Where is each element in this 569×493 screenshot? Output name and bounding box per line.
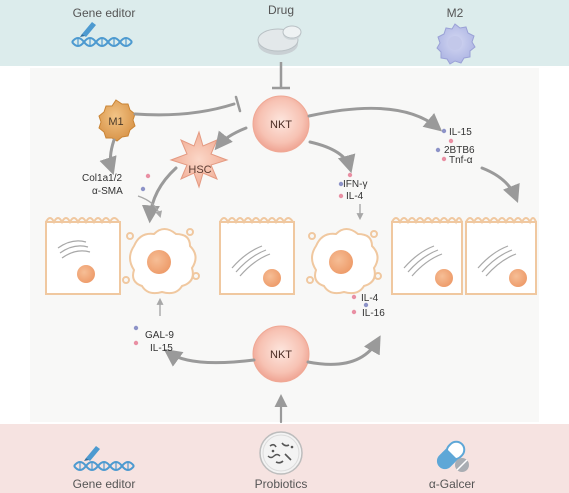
- hepatocyte-3: [391, 217, 463, 295]
- drug-pill-icon: [257, 25, 302, 55]
- hsc-to-cell-arrow: [141, 166, 178, 224]
- top-gene-editor-label: Gene editor: [73, 6, 136, 20]
- nkt-top-cell: [252, 95, 310, 153]
- hepatocyte-2: [219, 217, 295, 295]
- hepatocyte-1: [45, 217, 121, 295]
- marker-il15-bottom: IL-15: [150, 343, 173, 354]
- marker-col1a1: Col1a1/2: [82, 173, 122, 184]
- tnfa-to-hepatocyte-arrow: [480, 166, 520, 204]
- m1-label: M1: [108, 116, 123, 128]
- marker-tnfa: Tnf-α: [449, 155, 473, 166]
- hepatocyte-row: [45, 217, 537, 295]
- top-gene-editor-icon: [71, 22, 133, 47]
- m1-cell: [98, 99, 136, 142]
- m2-macrophage-icon: [436, 23, 476, 65]
- nkt-bottom-left-arrow: [163, 348, 256, 367]
- drug-label: Drug: [268, 3, 294, 17]
- marker-il4-bottom: IL-4: [361, 293, 379, 304]
- asma-thin-arrow: [137, 195, 163, 219]
- marker-il16: IL-16: [362, 308, 385, 319]
- nkt-to-hsc-arrow: [214, 126, 248, 151]
- bottom-gene-editor-icon: [73, 446, 135, 471]
- probiotics-icon: [259, 431, 303, 475]
- nkt-bottom-cell: [252, 325, 310, 383]
- marker-il4-top: IL-4: [346, 191, 364, 202]
- probiotics-label: Probiotics: [255, 477, 308, 491]
- marker-ifng: IFN-γ: [343, 179, 367, 190]
- damaged-cell-2: [306, 228, 382, 295]
- nkt-bottom-label: NKT: [270, 349, 292, 361]
- damaged-cell-1: [122, 228, 200, 295]
- bottom-gene-editor-label: Gene editor: [73, 477, 136, 491]
- nkt-to-ifng-arrow: [308, 140, 356, 174]
- agalcer-capsule-icon: [436, 440, 469, 472]
- nkt-bottom-right-arrow: [306, 335, 381, 366]
- m1-nkt-inhibition-bar: [234, 95, 242, 113]
- marker-il15-top: IL-15: [449, 127, 472, 138]
- marker-gal9: GAL-9: [145, 330, 174, 341]
- nkt-top-label: NKT: [270, 119, 292, 131]
- m2-label: M2: [447, 6, 464, 20]
- marker-labels: Col1a1/2 α-SMA IFN-γ IL-4 IL-15 2BTB6 Tn…: [82, 127, 475, 354]
- m1-to-nkt-connector: [133, 102, 236, 117]
- m1-down-arrow: [99, 138, 117, 176]
- marker-dots: [133, 128, 454, 346]
- drug-inhibition-connector: [272, 62, 290, 90]
- marker-asma: α-SMA: [92, 186, 123, 197]
- hsc-label: HSC: [188, 164, 211, 176]
- thin-arrows: [137, 195, 364, 316]
- nkt-to-il15-arrow: [307, 106, 443, 132]
- pathway-arrows: [99, 95, 520, 424]
- marker-zbtb16: 2BTB6: [444, 145, 475, 156]
- hepatocyte-4: [465, 217, 537, 295]
- agalcer-label: α-Galcer: [429, 477, 475, 491]
- hsc-cell: [169, 130, 229, 189]
